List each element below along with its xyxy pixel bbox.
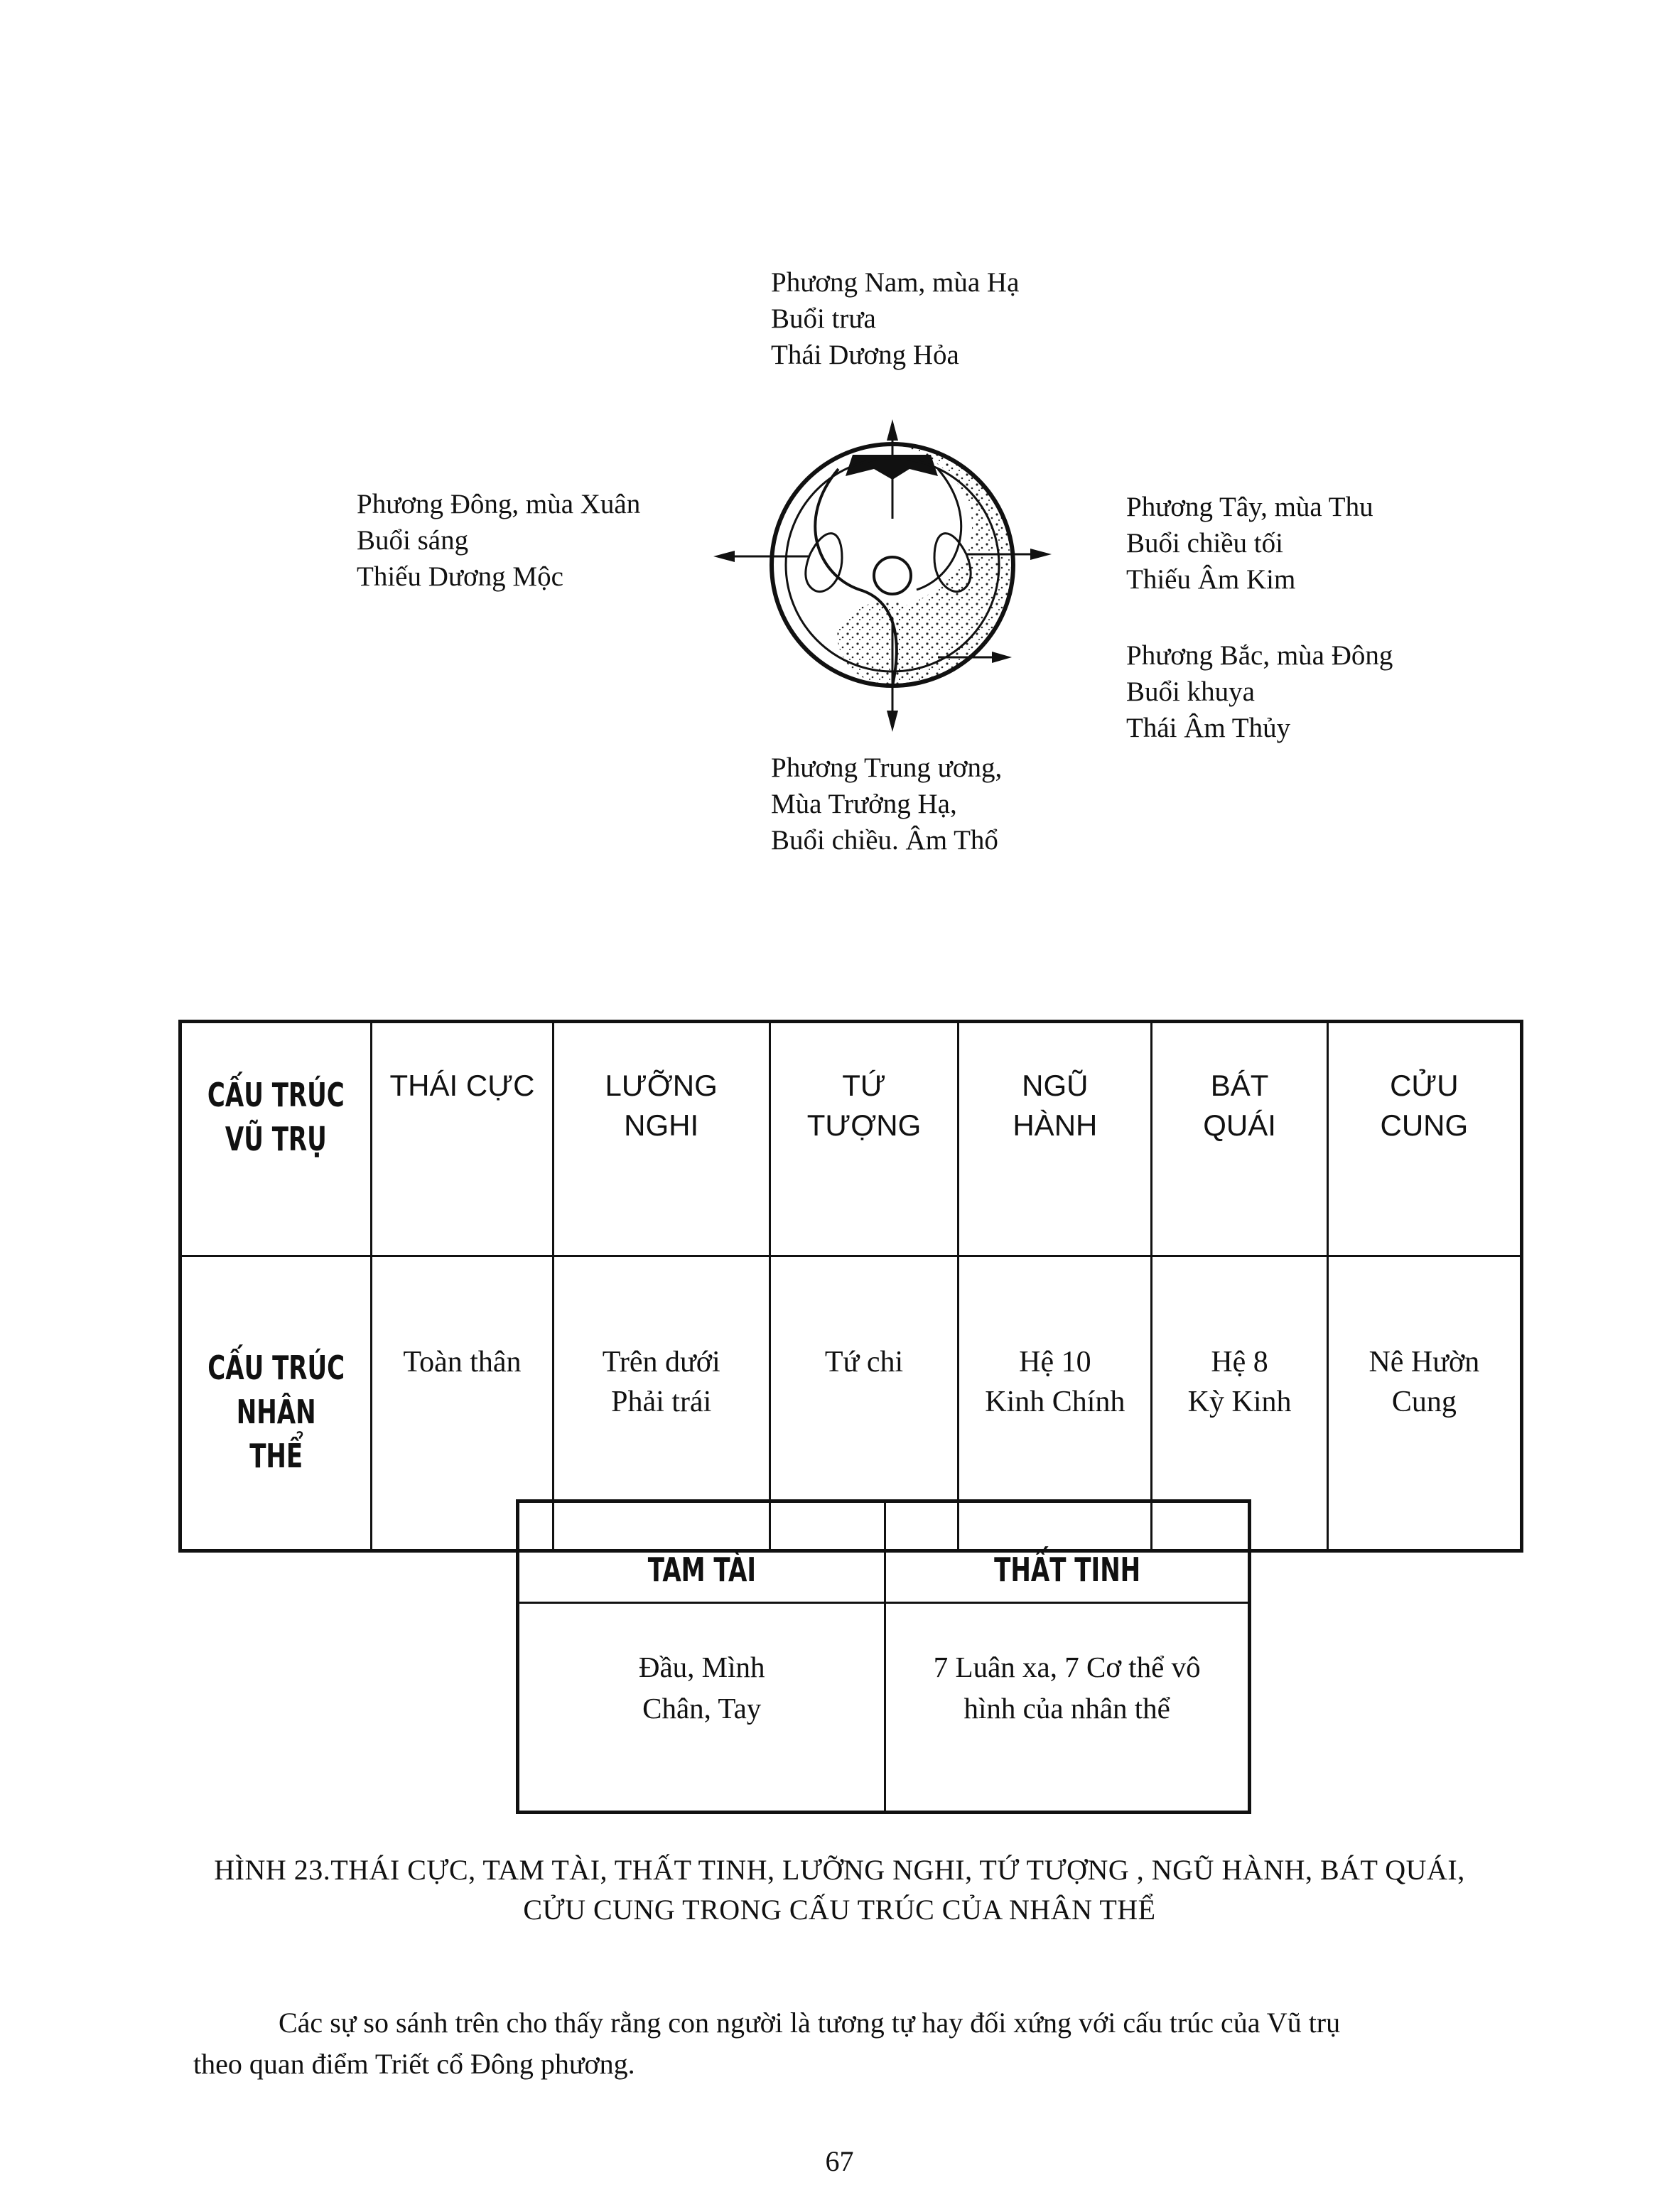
east-label: Phương Đông, mùa Xuân Buổi sáng Thiếu Dư… <box>357 486 640 595</box>
cell-line: Phải trái <box>611 1386 712 1418</box>
caption-line: CỬU CUNG TRONG CẤU TRÚC CỦA NHÂN THỂ <box>523 1894 1156 1926</box>
header-tam-tai: TAM TÀI <box>647 1550 756 1589</box>
cell-line: NGHI <box>624 1108 699 1142</box>
cell-line: LƯỠNG <box>605 1069 718 1102</box>
north-label-line: Phương Bắc, mùa Đông <box>1126 640 1393 671</box>
cell-line: CUNG <box>1380 1108 1469 1142</box>
row-header-line: CẤU TRÚC <box>207 1349 345 1387</box>
table-cell: THÁI CỰC <box>370 1020 554 1257</box>
center-label-line: Phương Trung ương, <box>771 752 1003 783</box>
west-label: Phương Tây, mùa Thu Buổi chiều tối Thiếu… <box>1126 489 1373 598</box>
cell-line: Hệ 10 <box>1019 1346 1091 1379</box>
cell-line: Toàn thân <box>403 1346 522 1379</box>
north-label: Phương Bắc, mùa Đông Buổi khuya Thái Âm … <box>1126 637 1393 746</box>
table-cell: Đầu, Mình Chân, Tay <box>516 1602 887 1813</box>
cell-line: hình của nhân thể <box>963 1692 1170 1725</box>
table-cell: NGŨ HÀNH <box>957 1020 1153 1257</box>
cell-line: TƯỢNG <box>806 1108 922 1142</box>
cell-line: Cung <box>1391 1386 1457 1418</box>
table-row: Đầu, Mình Chân, Tay 7 Luân xa, 7 Cơ thể … <box>516 1602 1251 1813</box>
west-label-line: Thiếu Âm Kim <box>1126 564 1296 595</box>
structure-table: CẤU TRÚC VŨ TRỤ THÁI CỰC LƯỠNG NGHI TỨ T… <box>178 1020 1523 1553</box>
east-label-line: Phương Đông, mùa Xuân <box>357 489 641 519</box>
cell-line: THÁI CỰC <box>389 1069 535 1102</box>
cell-line: Chân, Tay <box>642 1692 762 1725</box>
table-cell: Nê Hườn Cung <box>1326 1255 1523 1552</box>
south-label: Phương Nam, mùa Hạ Buổi trưa Thái Dương … <box>771 264 1019 373</box>
south-label-line: Thái Dương Hỏa <box>771 340 959 370</box>
north-label-line: Buổi khuya <box>1126 676 1255 707</box>
south-label-line: Buổi trưa <box>771 303 876 334</box>
table-cell: LƯỠNG NGHI <box>551 1020 771 1257</box>
cell-line: CỬU <box>1390 1069 1459 1102</box>
cell-line: NGŨ <box>1022 1069 1089 1102</box>
row-header-line: VŨ TRỤ <box>225 1120 328 1158</box>
east-label-line: Buổi sáng <box>357 525 469 556</box>
caption-line: HÌNH 23.THÁI CỰC, TAM TÀI, THẤT TINH, LƯ… <box>214 1854 1465 1886</box>
table-header-cell: TAM TÀI <box>516 1500 887 1604</box>
cell-line: Hệ 8 <box>1211 1346 1268 1379</box>
west-label-line: Phương Tây, mùa Thu <box>1126 492 1373 522</box>
cell-line: 7 Luân xa, 7 Cơ thể vô <box>933 1651 1201 1683</box>
table-row-universe: CẤU TRÚC VŨ TRỤ THÁI CỰC LƯỠNG NGHI TỨ T… <box>178 1020 1523 1257</box>
cell-line: Nê Hườn <box>1368 1346 1480 1379</box>
page-number: 67 <box>825 2145 854 2177</box>
table-cell: 7 Luân xa, 7 Cơ thể vô hình của nhân thể <box>884 1602 1251 1813</box>
cell-line: Đầu, Mình <box>638 1651 765 1683</box>
cell-line: Kinh Chính <box>985 1386 1125 1418</box>
cell-line: Tứ chi <box>824 1346 904 1379</box>
cell-line: Trên dưới <box>602 1346 720 1379</box>
taiji-diagram <box>713 419 1052 732</box>
center-label-line: Mùa Trưởng Hạ, <box>771 789 957 819</box>
cell-line: TỨ <box>842 1069 886 1102</box>
south-label-line: Phương Nam, mùa Hạ <box>771 267 1020 298</box>
tam-tai-table: TAM TÀI THẤT TINH Đầu, Mình Chân, Tay 7 … <box>516 1499 1251 1814</box>
table-cell: CỬU CUNG <box>1326 1020 1523 1257</box>
paragraph-line: theo quan điểm Triết cổ Đông phương. <box>193 2048 635 2080</box>
paragraph-line: Các sự so sánh trên cho thấy rằng con ng… <box>279 2007 1341 2039</box>
table-header-cell: THẤT TINH <box>884 1500 1251 1604</box>
cell-line: Kỳ Kinh <box>1187 1386 1292 1418</box>
cell-line: QUÁI <box>1203 1108 1276 1142</box>
north-label-line: Thái Âm Thủy <box>1126 713 1291 743</box>
center-label-line: Buổi chiều. Âm Thổ <box>771 825 998 856</box>
row-header-human: CẤU TRÚC NHÂN THỂ <box>178 1255 373 1552</box>
east-label-line: Thiếu Dương Mộc <box>357 561 563 592</box>
row-header-line: CẤU TRÚC <box>207 1076 345 1114</box>
cell-line: BÁT <box>1210 1069 1269 1102</box>
table-cell: BÁT QUÁI <box>1150 1020 1329 1257</box>
row-header-universe: CẤU TRÚC VŨ TRỤ <box>178 1020 373 1257</box>
row-header-line: NHÂN THỂ <box>236 1393 316 1475</box>
west-label-line: Buổi chiều tối <box>1126 528 1283 559</box>
cell-line: HÀNH <box>1013 1108 1098 1142</box>
table-cell: TỨ TƯỢNG <box>768 1020 960 1257</box>
header-that-tinh: THẤT TINH <box>993 1550 1140 1589</box>
table-header-row: TAM TÀI THẤT TINH <box>516 1500 1251 1604</box>
figure-caption: HÌNH 23.THÁI CỰC, TAM TÀI, THẤT TINH, LƯ… <box>0 1850 1679 1930</box>
body-paragraph: Các sự so sánh trên cho thấy rằng con ng… <box>193 2002 1568 2085</box>
center-label: Phương Trung ương, Mùa Trưởng Hạ, Buổi c… <box>771 750 1002 858</box>
